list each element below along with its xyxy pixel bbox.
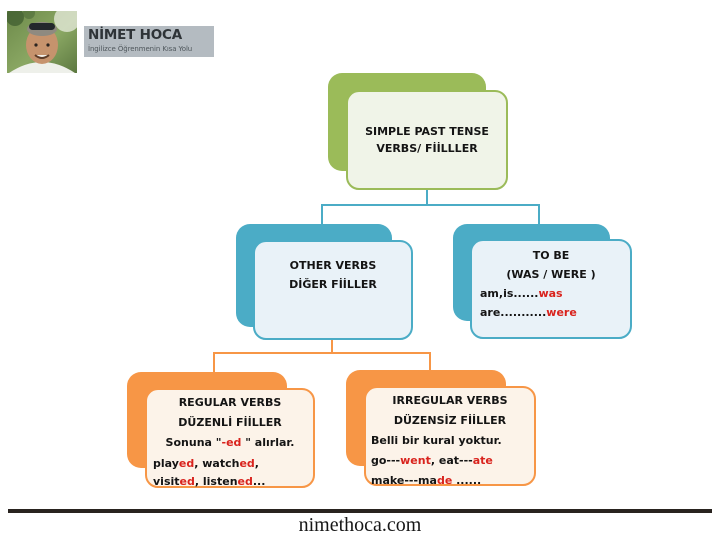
root-title-line-2: VERBS/ FİİLLLER <box>376 142 478 155</box>
irregular-verbs-line-5: make---made ...... <box>371 474 482 487</box>
irregular-verbs-line-3: Belli bir kural yoktur. <box>371 434 502 447</box>
root-title-line-1: SIMPLE PAST TENSE <box>365 125 489 138</box>
connector-root-stem <box>426 190 428 205</box>
node-to-be: TO BE (WAS / WERE ) am,is......was are..… <box>470 239 632 339</box>
brand-banner: NİMET HOCA İngilizce Öğrenmenin Kısa Yol… <box>84 26 214 57</box>
irregular-verbs-line-4: go---went, eat---ate <box>371 454 493 467</box>
to-be-line-1: TO BE <box>532 249 570 262</box>
other-verbs-line-2: DİĞER FİİLLER <box>289 278 377 291</box>
node-simple-past-tense: SIMPLE PAST TENSE VERBS/ FİİLLLER <box>346 90 508 190</box>
to-be-line-4: are...........were <box>480 306 577 319</box>
instructor-photo <box>7 11 77 73</box>
connector-to-irregular-verbs <box>429 353 431 370</box>
regular-verbs-line-4: played, watched, <box>153 457 259 470</box>
node-other-verbs: OTHER VERBS DİĞER FİİLLER <box>253 240 413 340</box>
connector-root-to-other-verbs <box>321 205 323 224</box>
instructor-photo-art <box>7 11 77 73</box>
regular-verbs-line-1: REGULAR VERBS <box>178 396 282 409</box>
connector-root-cross <box>321 204 540 206</box>
footer-divider <box>8 509 712 513</box>
irregular-verbs-line-1: IRREGULAR VERBS <box>392 394 508 407</box>
to-be-line-2: (WAS / WERE ) <box>506 268 596 281</box>
node-irregular-verbs: IRREGULAR VERBS DÜZENSİZ FİİLLER Belli b… <box>364 386 536 487</box>
regular-verbs-line-5: visited, listened... <box>153 475 266 488</box>
regular-verbs-line-2: DÜZENLİ FİİLLER <box>178 416 282 429</box>
connector-other-verbs-cross <box>213 352 431 354</box>
other-verbs-line-1: OTHER VERBS <box>289 259 377 272</box>
connector-other-verbs-stem <box>331 340 333 353</box>
brand-title: NİMET HOCA <box>88 27 183 43</box>
to-be-line-3: am,is......was <box>480 287 563 300</box>
irregular-verbs-line-2: DÜZENSİZ FİİLLER <box>393 414 507 427</box>
footer-website: nimethoca.com <box>298 514 422 536</box>
node-regular-verbs: REGULAR VERBS DÜZENLİ FİİLLER Sonuna "-e… <box>145 388 315 488</box>
brand-subtitle: İngilizce Öğrenmenin Kısa Yolu <box>88 45 193 53</box>
connector-to-regular-verbs <box>213 353 215 372</box>
connector-root-to-to-be <box>538 205 540 224</box>
regular-verbs-line-3: Sonuna "-ed " alırlar. <box>165 436 295 449</box>
